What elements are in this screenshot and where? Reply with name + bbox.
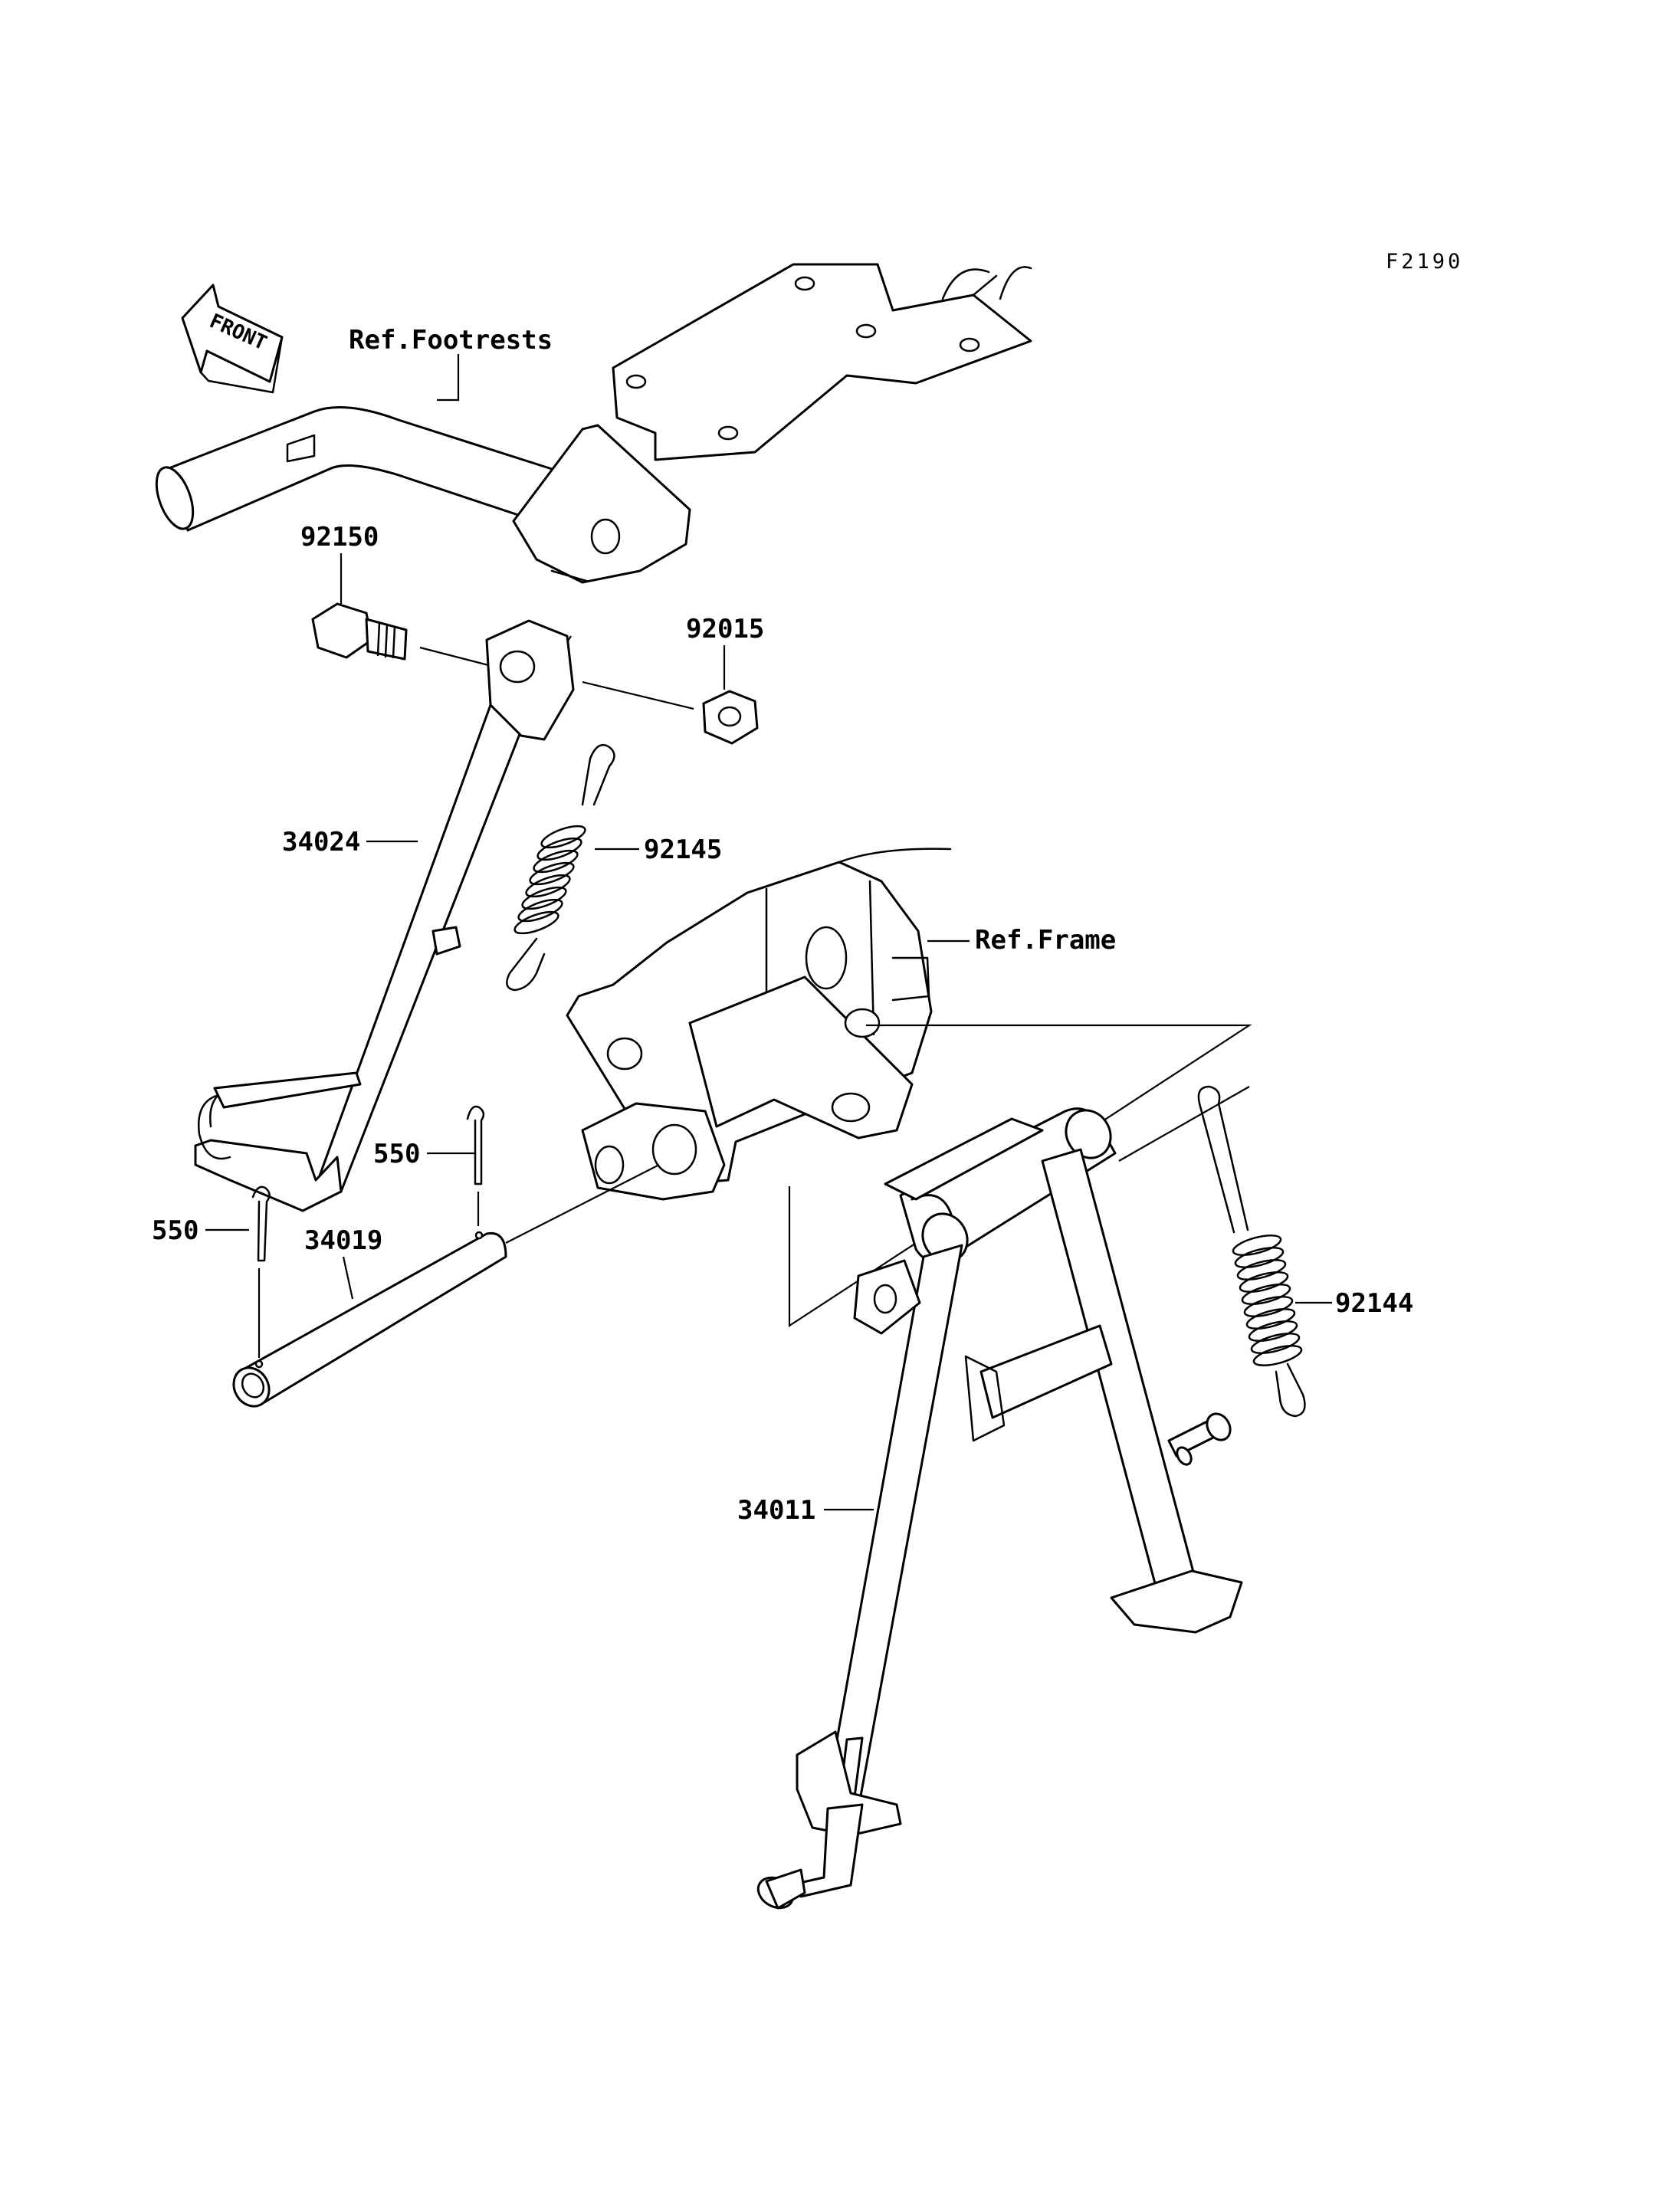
ref-frame-label: Ref.Frame — [975, 925, 1116, 956]
bolt-92150 — [311, 602, 408, 661]
label-92015: 92015 — [686, 614, 764, 644]
label-92145: 92145 — [644, 835, 722, 865]
frame-bracket — [566, 848, 952, 1201]
label-34011: 34011 — [737, 1495, 815, 1526]
figure-code: F2190 — [1386, 250, 1463, 274]
cotter-pin-550-upper — [466, 1105, 485, 1185]
cotter-pin-550-lower — [251, 1185, 271, 1262]
label-92150: 92150 — [300, 522, 379, 553]
side-stand-34024 — [194, 619, 575, 1212]
front-arrow-icon: FRONT — [181, 284, 284, 394]
label-92144: 92144 — [1335, 1288, 1413, 1319]
label-34024: 34024 — [282, 827, 360, 857]
spring-92144 — [1197, 1085, 1306, 1418]
footrest-bracket — [512, 263, 1032, 584]
ref-footrests-label: Ref.Footrests — [349, 325, 553, 356]
label-550-lower: 550 — [152, 1215, 199, 1246]
spring-92145 — [506, 743, 615, 992]
label-34019: 34019 — [304, 1225, 382, 1256]
nut-92015 — [702, 690, 759, 745]
label-550-upper: 550 — [373, 1139, 420, 1169]
center-stand-34011 — [756, 1107, 1243, 1910]
pivot-shaft-34019 — [232, 1231, 507, 1408]
